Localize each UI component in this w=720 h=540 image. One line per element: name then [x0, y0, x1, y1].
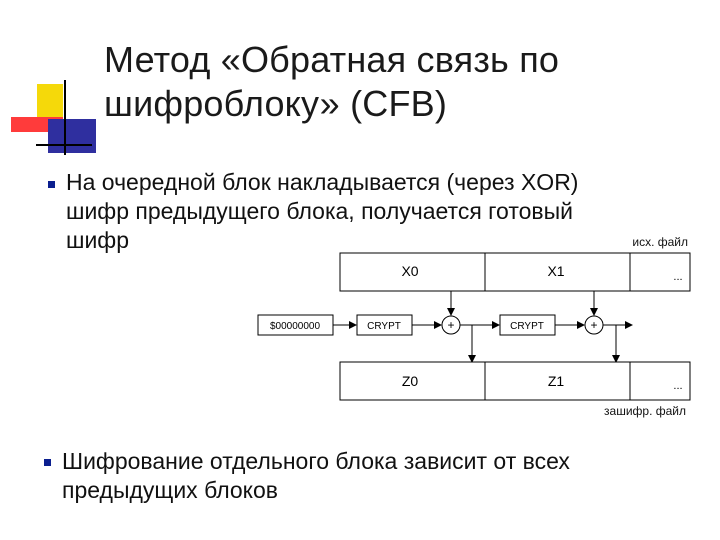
cipher-block-more: ...: [673, 380, 682, 392]
plaintext-strip: [340, 253, 690, 291]
xor-symbol-2: +: [590, 318, 597, 332]
bullet-marker-2: [44, 459, 51, 466]
cipher-block-z1: Z1: [548, 373, 565, 389]
bullet-2-line-1: Шифрование отдельного блока зависит от в…: [62, 447, 570, 476]
ciphertext-strip: [340, 362, 690, 400]
bullet-text-2: Шифрование отдельного блока зависит от в…: [62, 447, 570, 505]
crypt-label-1: CRYPT: [367, 321, 401, 332]
plain-block-x0: X0: [401, 263, 418, 279]
plain-block-more: ...: [673, 271, 682, 283]
source-file-label: исх. файл: [632, 235, 688, 249]
bullet-2-line-2: предыдущих блоков: [62, 476, 570, 505]
xor-symbol-1: +: [447, 318, 454, 332]
iv-label: $00000000: [270, 321, 320, 332]
crypt-label-2: CRYPT: [510, 321, 544, 332]
plain-block-x1: X1: [547, 263, 564, 279]
encrypted-file-label: зашифр. файл: [604, 404, 686, 418]
cipher-block-z0: Z0: [402, 373, 419, 389]
